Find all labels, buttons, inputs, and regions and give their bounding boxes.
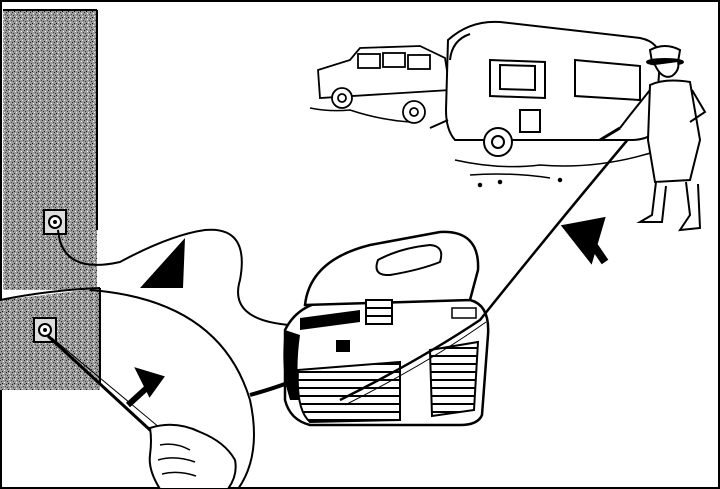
power-cord xyxy=(57,228,291,326)
arrow-down-right-icon xyxy=(125,367,165,408)
arrow-up-right-icon xyxy=(560,216,609,265)
power-socket-icon xyxy=(43,209,67,235)
pressure-washer-unit xyxy=(283,230,490,427)
magnifier-pointer xyxy=(140,238,185,288)
parked-cars xyxy=(317,45,452,124)
high-pressure-hose xyxy=(339,124,641,402)
magnified-inset xyxy=(0,287,255,489)
inlet-hose xyxy=(249,380,291,397)
wall xyxy=(3,9,98,290)
operator-figure xyxy=(599,45,707,232)
ground-water xyxy=(309,107,661,188)
caravan xyxy=(429,20,662,157)
